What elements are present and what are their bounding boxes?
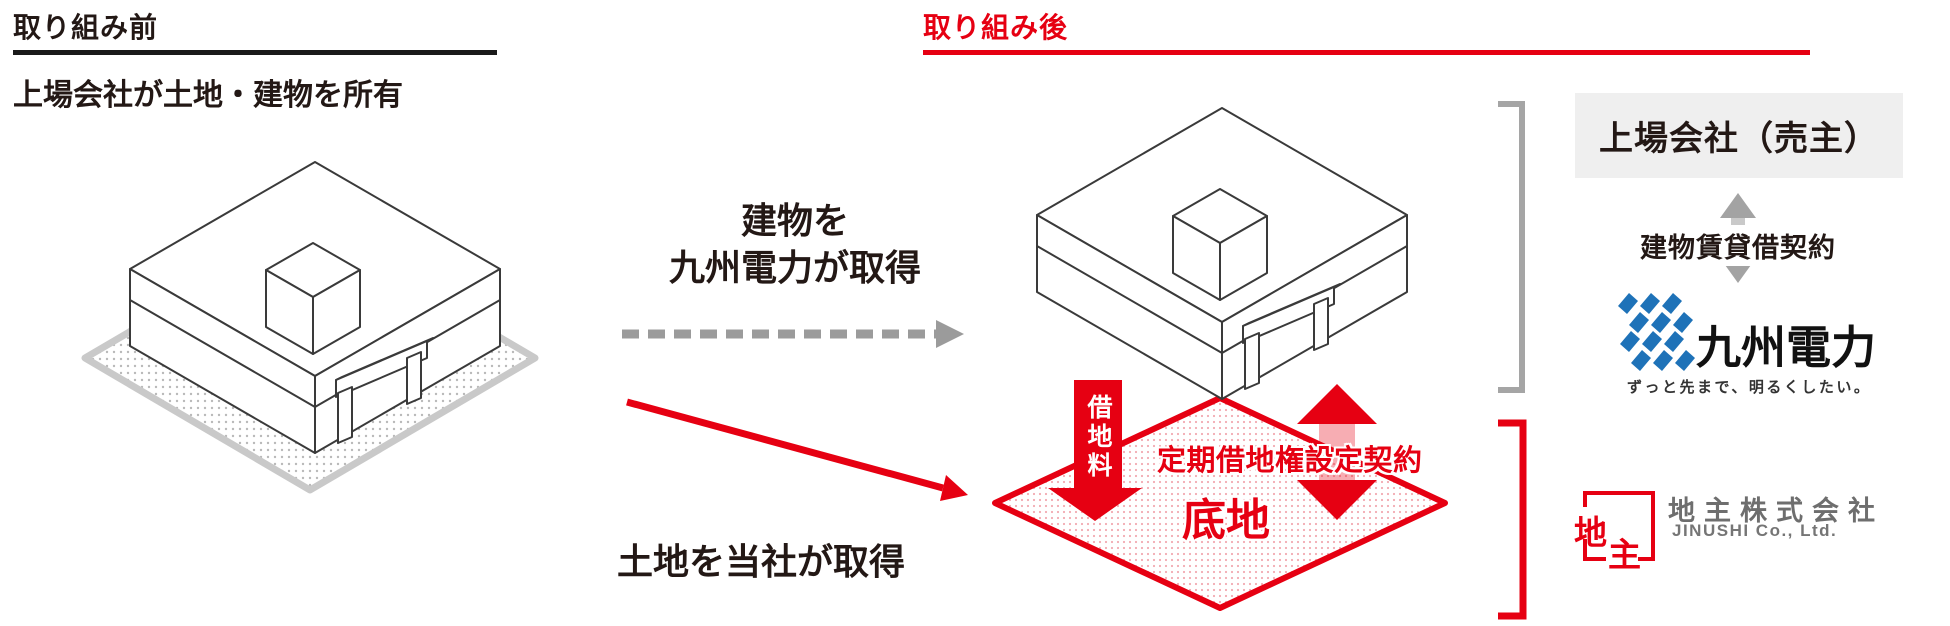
jinushi-logo-text: 地主株式会社 xyxy=(1668,496,1884,526)
building-transfer-line2: 九州電力が取得 xyxy=(668,247,921,288)
leased-land-label: 底地 xyxy=(1182,496,1270,545)
before-title-underline xyxy=(13,50,497,55)
building-transfer-arrow xyxy=(622,320,964,348)
jinushi-logo-text-en: JINUSHI Co., Ltd. xyxy=(1672,521,1838,540)
lease-contract-arrow xyxy=(1297,384,1377,520)
building-transfer-label: 建物を 九州電力が取得 xyxy=(600,197,990,291)
before-subtitle: 上場会社が土地・建物を所有 xyxy=(13,79,403,112)
building-lease-label: 建物賃貸借契約 xyxy=(1636,225,1840,266)
jinushi-seal-chi: 地 xyxy=(1574,514,1607,551)
after-title: 取り組み後 xyxy=(923,12,1069,43)
building-bracket xyxy=(1498,101,1525,393)
kyuden-tagline: ずっと先まで、明るくしたい。 xyxy=(1627,379,1872,396)
after-title-underline xyxy=(923,50,1810,55)
ground-rent-label: 借地料 xyxy=(1084,393,1112,481)
seller-box: 上場会社（売主） xyxy=(1575,93,1903,178)
kyuden-logo-text: 九州電力 xyxy=(1696,322,1877,373)
land-transfer-arrow xyxy=(626,398,968,501)
seller-label: 上場会社（売主） xyxy=(1599,120,1879,158)
before-title: 取り組み前 xyxy=(13,12,159,43)
kyuden-logo-mark xyxy=(1618,293,1695,371)
after-building-illustration xyxy=(1036,107,1408,400)
lease-contract-label: 定期借地権設定契約 xyxy=(1157,445,1423,477)
ground-rent-arrow xyxy=(1048,380,1142,521)
jinushi-logo-seal xyxy=(1573,491,1655,562)
land-bracket xyxy=(1498,419,1527,620)
building-transfer-line1: 建物を xyxy=(740,200,849,241)
land-transfer-label: 土地を当社が取得 xyxy=(616,541,905,582)
jinushi-seal-shu: 主 xyxy=(1608,536,1641,573)
